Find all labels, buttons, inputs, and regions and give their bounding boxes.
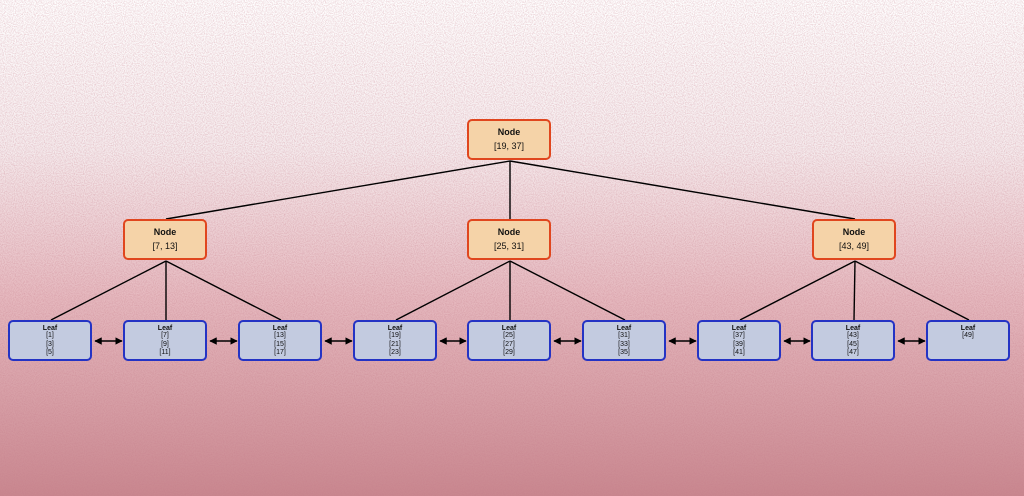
leaf-node-keys: [37] [733,332,745,339]
leaf-node-title: Leaf [157,325,173,332]
leaf-node-title: Leaf [42,325,58,332]
leaf-node: Leaf[7][9][11] [123,320,207,361]
leaf-node-title: Leaf [272,325,288,332]
leaf-node-keys: [1] [46,332,54,339]
tree-edge [509,260,626,321]
leaf-node-keys: [35] [618,349,630,356]
leaf-node-keys: [33] [618,340,630,348]
tree-edge [509,160,856,220]
leaf-node-keys: [9] [161,340,169,348]
leaf-node-keys: [47] [847,349,859,356]
leaf-node: Leaf[49] [926,320,1010,361]
internal-node: Node [43, 49] [812,219,896,260]
leaf-node-title: Leaf [731,325,747,332]
leaf-node-keys: [41] [733,349,745,356]
internal-node: Node [7, 13] [123,219,207,260]
internal-node-keys: [25, 31] [493,241,525,251]
root-node-title: Node [497,127,521,137]
leaf-node-title: Leaf [616,325,632,332]
leaf-node: Leaf[43][45][47] [811,320,895,361]
internal-node-keys: [7, 13] [152,241,178,251]
internal-node-keys: [43, 49] [838,241,870,251]
leaf-node-keys: [23] [389,349,401,356]
tree-edge [853,260,856,321]
leaf-node: Leaf[37][39][41] [697,320,781,361]
leaf-node: Leaf[1][3][5] [8,320,92,361]
leaf-node-keys: [27] [503,340,515,348]
tree-edge [739,260,856,321]
leaf-node: Leaf[13][15][17] [238,320,322,361]
leaf-node-keys: [49] [962,332,974,339]
leaf-node: Leaf[31][33][35] [582,320,666,361]
internal-node: Node [25, 31] [467,219,551,260]
leaf-node-keys: [25] [503,332,515,339]
leaf-node-keys: [13] [274,332,286,339]
internal-node-title: Node [842,227,866,237]
leaf-node-keys: [43] [847,332,859,339]
leaf-node-keys: [31] [618,332,630,339]
leaf-node-keys: [39] [733,340,745,348]
tree-edge [165,160,511,220]
leaf-node: Leaf[19][21][23] [353,320,437,361]
leaf-node-title: Leaf [960,325,976,332]
leaf-node-keys: [29] [503,349,515,356]
tree-edge [165,260,282,321]
leaf-node-keys: [45] [847,340,859,348]
leaf-node: Leaf[25][27][29] [467,320,551,361]
leaf-node-title: Leaf [387,325,403,332]
leaf-node-keys: [17] [274,349,286,356]
leaf-node-keys: [7] [161,332,169,339]
tree-edge [854,260,970,321]
leaf-node-keys: [21] [389,340,401,348]
leaf-node-keys: [3] [46,340,54,348]
leaf-node-title: Leaf [501,325,517,332]
leaf-node-keys: [19] [389,332,401,339]
tree-edge [395,260,511,321]
internal-node-title: Node [497,227,521,237]
root-node: Node [19, 37] [467,119,551,160]
leaf-node-keys: [5] [46,349,54,356]
internal-node-title: Node [153,227,177,237]
root-node-keys: [19, 37] [493,141,525,151]
leaf-node-keys: [15] [274,340,286,348]
leaf-node-keys: [11] [159,349,171,356]
leaf-node-title: Leaf [845,325,861,332]
tree-edge [50,260,167,321]
